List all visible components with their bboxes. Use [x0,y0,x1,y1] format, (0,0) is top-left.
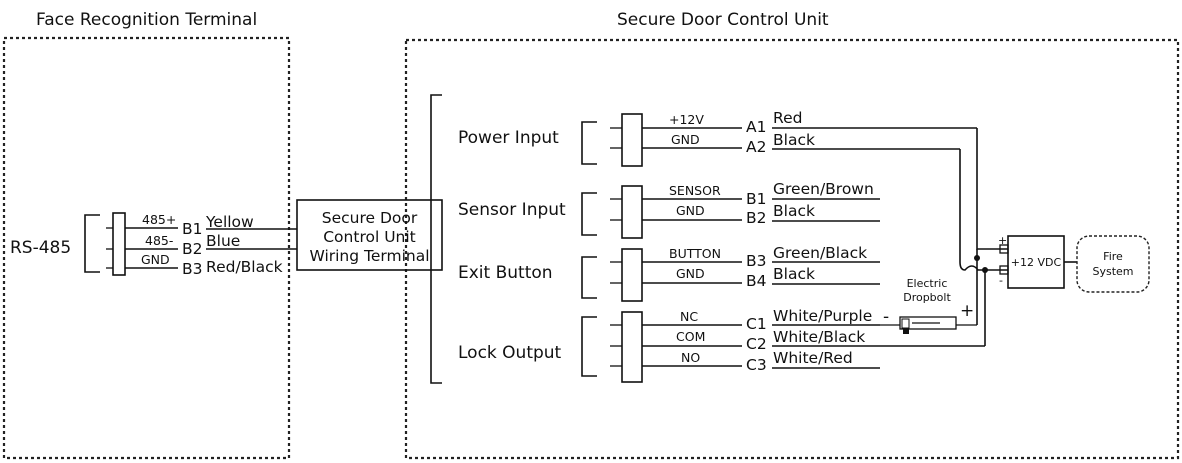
sensor-wire-green-brown: Green/Brown [773,180,874,198]
group-label-exit-button: Exit Button [458,263,553,283]
fire-system: Fire System [1076,235,1150,293]
group-label-lock-output: Lock Output [458,343,562,363]
lock-terminal-c2: C2 [746,335,767,353]
electric-dropbolt: Electric Dropbolt - + [880,277,977,334]
group-lock-output: Lock Output NC COM NO C1 C2 C3 White/Pur… [458,307,985,383]
dropbolt-body [899,316,957,330]
sensor-terminal-b1: B1 [746,190,767,208]
power-signal-12v: +12V [669,112,704,127]
rs485-terminal-b1: B1 [182,220,203,238]
psu-feed-wires [959,128,1008,346]
lock-output-connector [621,311,643,383]
rs485-terminal-b3: B3 [182,260,203,278]
exit-terminal-b4: B4 [746,272,767,290]
lock-terminal-c3: C3 [746,356,767,374]
rs485-label: RS-485 [10,238,71,258]
lock-terminal-c1: C1 [746,315,767,333]
psu-12vdc: + - +12 VDC [998,234,1065,289]
sensor-signal-sensor: SENSOR [669,183,721,198]
control-unit-title: Secure Door Control Unit [617,10,829,30]
lock-signal-no: NO [681,350,700,365]
sensor-signal-gnd: GND [676,203,705,218]
rs485-signal-485plus: 485+ [142,212,176,227]
sensor-wire-black: Black [773,202,815,220]
fire-system-box [1076,235,1150,293]
exit-terminal-b3: B3 [746,252,767,270]
exit-signal-gnd: GND [676,266,705,281]
group-label-power-input: Power Input [458,128,559,148]
lock-wire-white-red: White/Red [773,349,853,367]
exit-button-connector [621,248,643,302]
lock-wire-white-black: White/Black [773,328,865,346]
rs485-connector [112,212,126,276]
power-wire-black: Black [773,131,815,149]
sensor-input-connector [621,185,643,239]
wiring-terminal-line1: Secure Door [322,209,418,227]
fire-system-line1: Fire [1103,250,1123,263]
rs485-terminal-b2: B2 [182,240,203,258]
wiring-terminal-line3: Wiring Terminal [309,247,429,265]
exit-wire-black: Black [773,265,815,283]
terminal-title: Face Recognition Terminal [36,10,257,30]
group-power-input: Power Input +12V GND A1 A2 Red Black [458,109,977,167]
rs485-wire-blue: Blue [206,232,240,250]
psu-label: +12 VDC [1011,256,1062,269]
terminal-enclosure [2,36,291,460]
exit-wire-green-black: Green/Black [773,244,867,262]
dropbolt-label-line1: Electric [907,277,948,290]
fire-system-line2: System [1092,265,1133,278]
power-signal-gnd: GND [671,132,700,147]
power-terminal-a2: A2 [746,138,766,156]
power-wire-red: Red [773,109,802,127]
control-unit-bracket [430,94,442,384]
exit-signal-button: BUTTON [669,246,721,261]
rs485-wire-yellow: Yellow [205,213,254,231]
group-label-sensor-input: Sensor Input [458,200,566,220]
rs485-signal-gnd: GND [141,252,170,267]
dropbolt-label-line2: Dropbolt [903,291,951,304]
psu-plus-sign: + [998,234,1007,247]
sensor-terminal-b2: B2 [746,209,767,227]
lock-signal-com: COM [676,329,705,344]
rs485-wire-red-black: Red/Black [206,258,283,276]
group-sensor-input: Sensor Input SENSOR GND B1 B2 Green/Brow… [458,180,880,239]
control-unit-enclosure [404,38,1180,460]
lock-wire-white-purple: White/Purple [773,307,872,325]
rs485-port: RS-485 485+ 485- GND B1 B2 B3 Yellow Blu… [10,212,297,278]
dropbolt-minus: - [883,307,889,327]
wiring-terminal-box: Secure Door Control Unit Wiring Terminal [296,199,443,271]
wiring-terminal-frame [296,199,443,271]
power-input-connector [621,113,643,167]
lock-signal-nc: NC [680,309,698,324]
dropbolt-plus: + [960,301,974,321]
power-terminal-a1: A1 [746,118,766,136]
group-exit-button: Exit Button BUTTON GND B3 B4 Green/Black… [458,244,880,302]
psu-minus-sign: - [999,274,1003,287]
rs485-signal-485minus: 485- [145,233,173,248]
wiring-terminal-line2: Control Unit [323,228,416,246]
rs485-bracket [84,214,100,273]
